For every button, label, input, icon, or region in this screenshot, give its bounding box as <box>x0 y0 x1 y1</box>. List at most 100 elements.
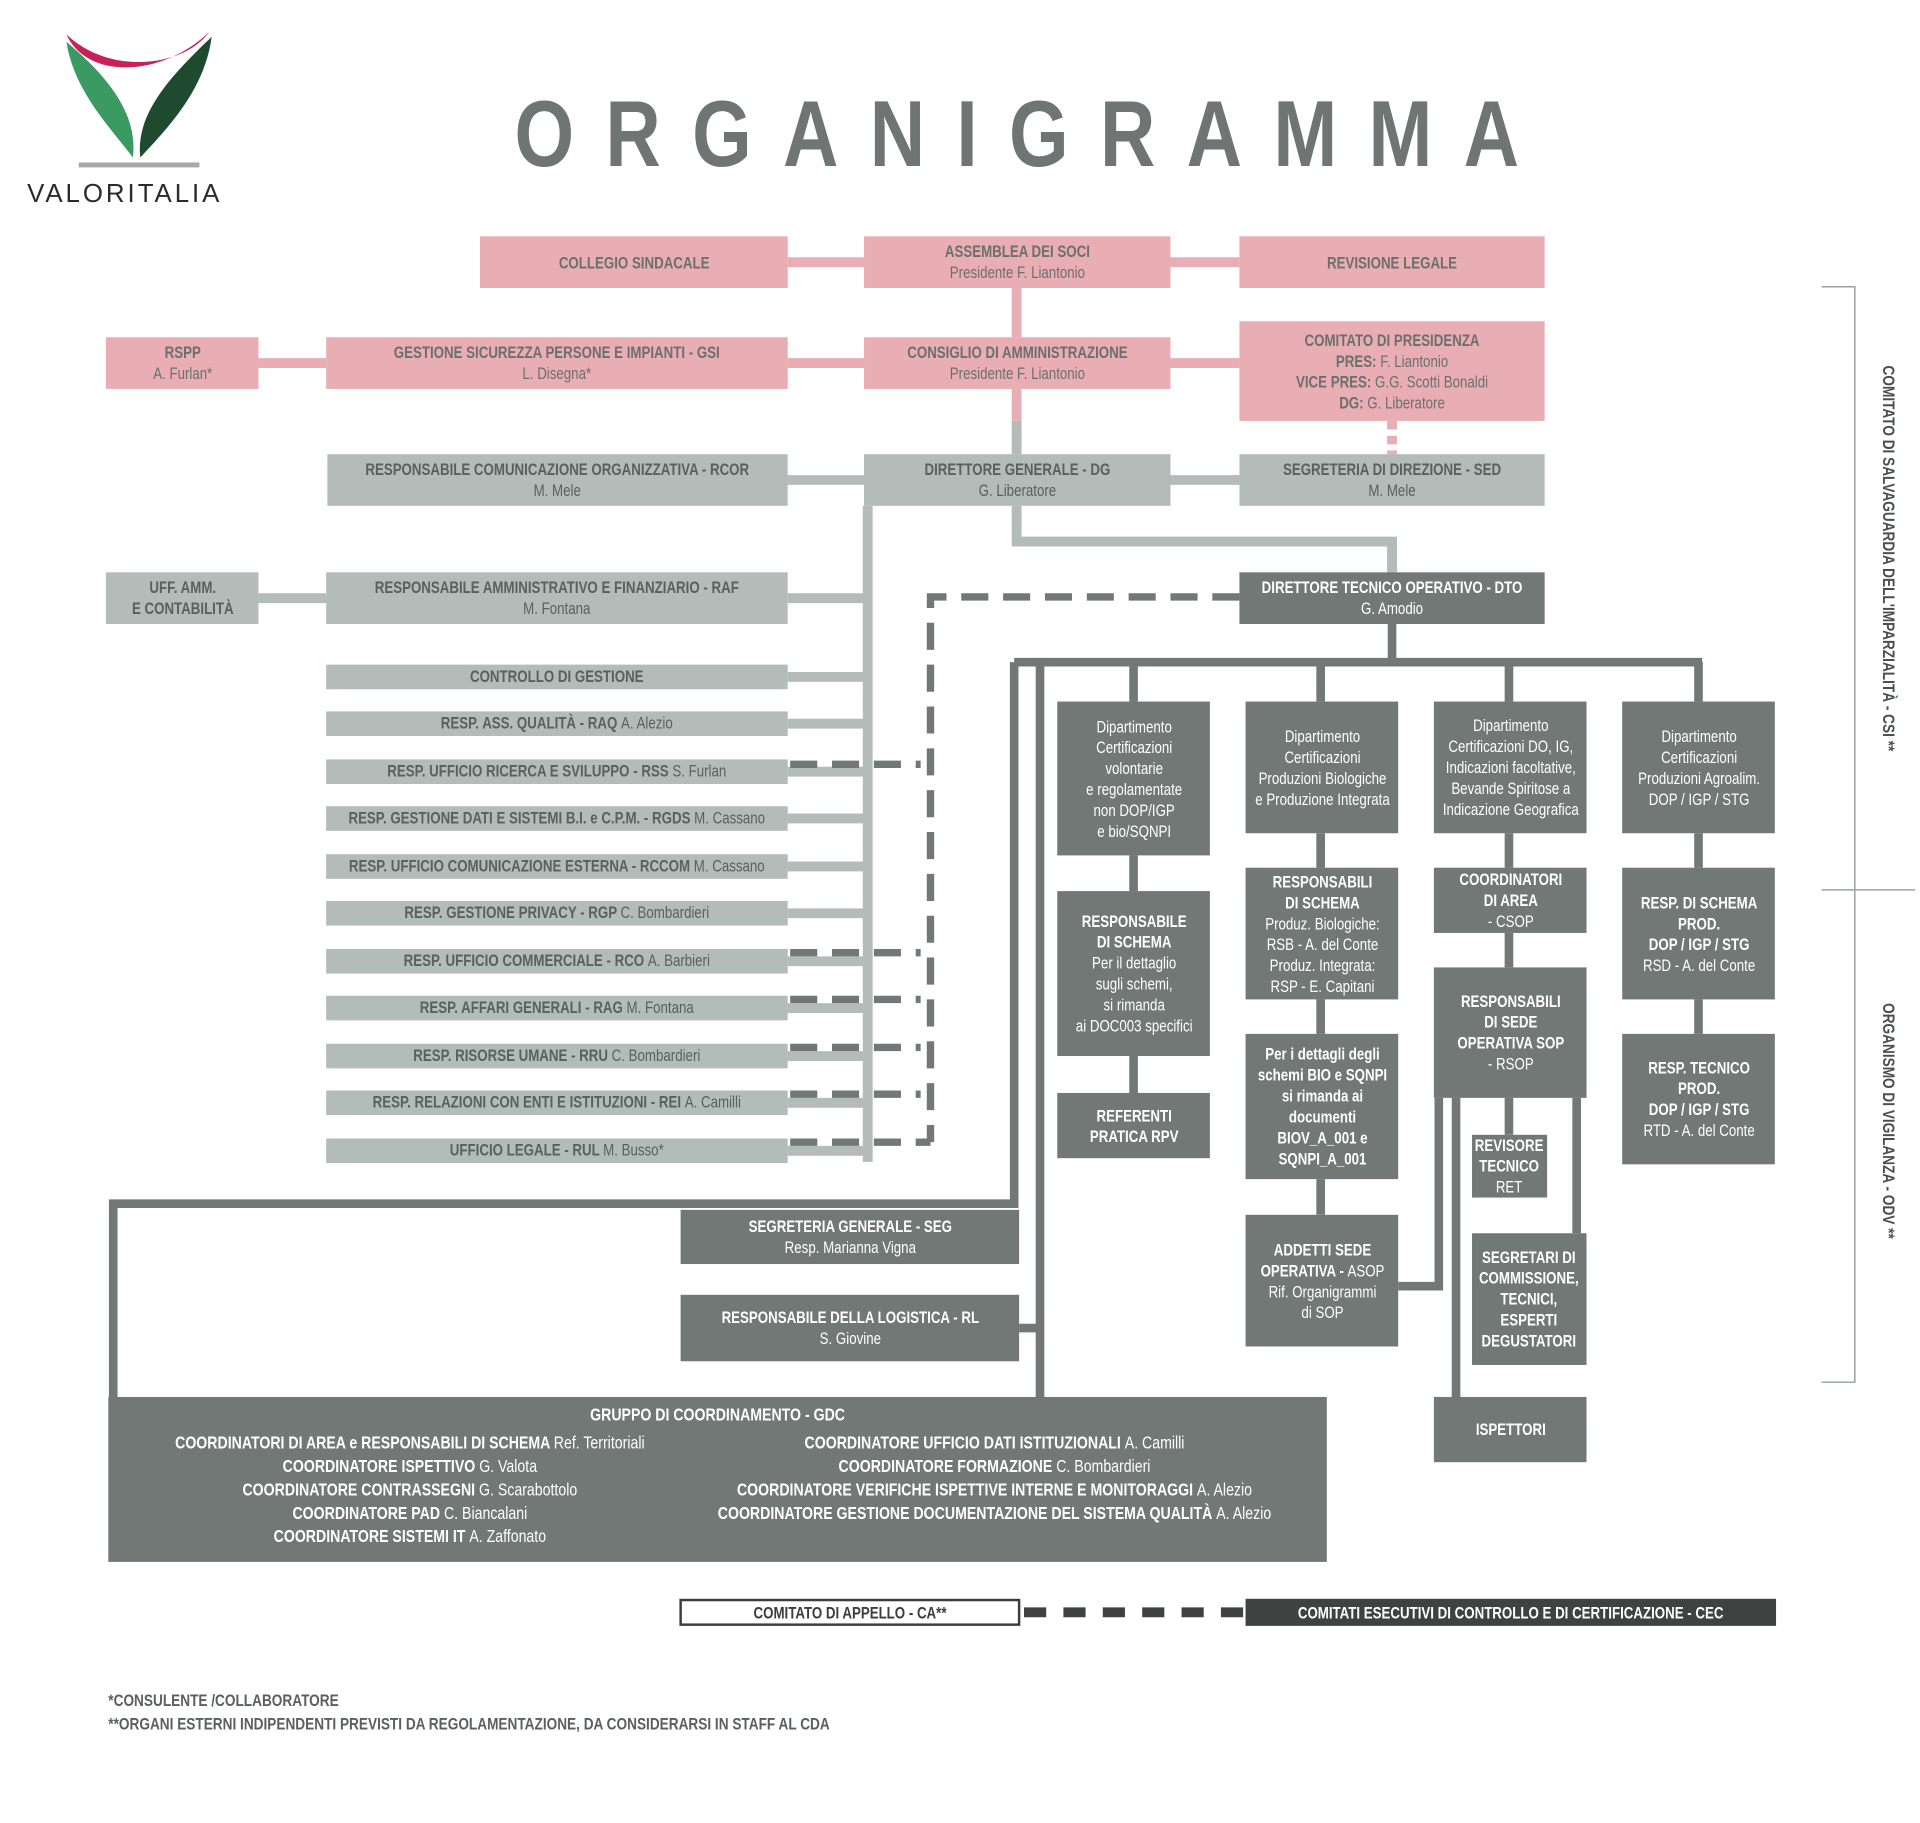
box-l6: RESP. UFFICIO COMMERCIALE - RCO A. Barbi… <box>326 948 788 974</box>
box-line: SEGRETERIA GENERALE - SEG <box>681 1216 1019 1237</box>
box-line: Dipartimento <box>1246 726 1399 747</box>
box-line: RESPONSABILI <box>1246 871 1399 892</box>
role-label: COORDINATORI <box>1458 870 1562 889</box>
role-label: DEGUSTATORI <box>1481 1331 1577 1351</box>
role-label: COORDINATORE VERIFICHE ISPETTIVE INTERNE… <box>736 1479 1198 1500</box>
box-line: Dipartimento <box>1434 715 1587 736</box>
role-label: ASSEMBLEA DEI SOCI <box>944 242 1090 261</box>
box-uffamm: UFF. AMM.E CONTABILITÀ <box>105 572 259 625</box>
box-line: COMITATO DI APPELLO - CA** <box>682 1602 1018 1623</box>
person-name: si rimanda <box>1102 995 1165 1015</box>
role-label: RESPONSABILI <box>1460 992 1561 1011</box>
role-label: REVISORE <box>1475 1136 1544 1155</box>
connector <box>108 662 1045 1397</box>
box-line: DI SEDE <box>1434 1012 1587 1033</box>
box-line: DIRETTORE GENERALE - DG <box>864 459 1170 480</box>
box-text: RESP. AFFARI GENERALI - RAG M. Fontana <box>326 998 788 1018</box>
box-line: SQNPI_A_001 <box>1246 1148 1399 1169</box>
person-name: Indicazioni facoltative, <box>1445 758 1576 777</box>
box-line: Dipartimento <box>1622 726 1775 747</box>
role-label: RESPONSABILE COMUNICAZIONE ORGANIZZATIVA… <box>365 460 750 479</box>
person-name: Produzioni Agroalim. <box>1637 768 1760 788</box>
box-text: RESP. GESTIONE DATI E SISTEMI B.I. e C.P… <box>326 809 788 829</box>
box-text: RESP. UFFICIO RICERCA E SVILUPPO - RSS S… <box>326 762 788 782</box>
role-label: RESP. RELAZIONI CON ENTI E ISTITUZIONI -… <box>372 1092 685 1112</box>
role-label: Per i dettagli degli <box>1264 1044 1380 1064</box>
person-name: A. Alezio <box>1216 1502 1272 1523</box>
box-text: COLLEGIO SINDACALE <box>480 252 788 273</box>
box-text: UFFICIO LEGALE - RUL M. Busso* <box>326 1141 788 1161</box>
box-line: PRATICA RPV <box>1057 1126 1210 1147</box>
person-name: ai DOC003 specifici <box>1075 1016 1192 1036</box>
box-line: Certificazioni <box>1057 737 1210 758</box>
person-name: Per il dettaglio <box>1091 953 1176 973</box>
box-line: Produzioni Biologiche <box>1246 767 1399 788</box>
role-label: COORDINATORE PAD <box>292 1502 444 1523</box>
page-title: ORGANIGRAMMA <box>514 82 1551 188</box>
box-line: M. Mele <box>327 480 787 501</box>
role-label: ADDETTI SEDE <box>1273 1240 1371 1259</box>
box-line: REVISIONE LEGALE <box>1239 252 1544 273</box>
box-line: SEGRETERIA DI DIREZIONE - SED <box>1239 459 1544 480</box>
box-line: G. Amodio <box>1239 598 1544 619</box>
box-line: e regolamentate <box>1057 778 1210 799</box>
role-label: UFF. AMM. <box>148 578 216 597</box>
role-label: GESTIONE SICUREZZA PERSONE E IMPIANTI - … <box>393 343 720 362</box>
dashed-connector <box>926 593 1240 1143</box>
box-line: RESPONSABILE COMUNICAZIONE ORGANIZZATIVA… <box>327 459 787 480</box>
box-line: RESPONSABILE DELLA LOGISTICA - RL <box>681 1307 1019 1328</box>
box-text: RESP. RISORSE UMANE - RRU C. Bombardieri <box>326 1046 788 1066</box>
box-line: RESP. DI SCHEMA <box>1622 892 1775 913</box>
box-l4: RESP. UFFICIO COMUNICAZIONE ESTERNA - RC… <box>326 854 788 879</box>
role-label: DIRETTORE TECNICO OPERATIVO - DTO <box>1261 578 1523 597</box>
role-label: SEGRETARI DI <box>1482 1248 1577 1267</box>
box-line: Rif. Organigrammi <box>1246 1281 1399 1302</box>
person-name: RSB - A. del Conte <box>1266 934 1378 954</box>
person-name: Dipartimento <box>1660 726 1737 746</box>
connector <box>258 420 1397 1162</box>
person-name: G. Liberatore <box>1367 393 1445 412</box>
box-line: Bevande Spiritose a <box>1434 778 1587 799</box>
box-ispettori: ISPETTORI <box>1433 1396 1587 1463</box>
box-line: PROD. <box>1622 913 1775 934</box>
box-line: RESP. UFFICIO COMMERCIALE - RCO A. Barbi… <box>326 951 788 971</box>
box-line: Presidente F. Liantonio <box>864 262 1170 283</box>
person-name: Bevande Spiritose a <box>1450 779 1570 798</box>
box-line: RESP. ASS. QUALITÀ - RAQ A. Alezio <box>326 714 788 734</box>
person-name: ASOP <box>1346 1260 1384 1280</box>
box-gsi: GESTIONE SICUREZZA PERSONE E IMPIANTI - … <box>326 337 788 389</box>
box-line: E CONTABILITÀ <box>106 598 259 619</box>
role-label: RESPONSABILE AMMINISTRATIVO E FINANZIARI… <box>374 578 739 597</box>
box-line: Produz. Integrata: <box>1246 954 1399 975</box>
person-name: Rif. Organigrammi <box>1267 1281 1376 1301</box>
role-label: REVISIONE LEGALE <box>1327 252 1458 272</box>
box-line: VICE PRES: G.G. Scotti Bonaldi <box>1239 371 1544 392</box>
person-name: DOP / IGP / STG <box>1648 789 1749 809</box>
box-line: Presidente F. Liantonio <box>864 363 1170 384</box>
role-label: RESP. RISORSE UMANE - RRU <box>413 1046 612 1065</box>
person-name: A. Alezio <box>1197 1479 1253 1500</box>
box-line: documenti <box>1246 1106 1399 1127</box>
box-line: COORDINATORI <box>1434 869 1587 890</box>
gdc-item: COORDINATORE GESTIONE DOCUMENTAZIONE DEL… <box>712 1502 1277 1525</box>
role-label: RESPONSABILI <box>1272 872 1372 891</box>
box-l2: RESP. UFFICIO RICERCA E SVILUPPO - RSS S… <box>326 759 788 785</box>
role-label: RESP. UFFICIO RICERCA E SVILUPPO - RSS <box>387 761 673 781</box>
gdc-item: COORDINATORE ISPETTIVO G. Valota <box>163 1455 658 1478</box>
